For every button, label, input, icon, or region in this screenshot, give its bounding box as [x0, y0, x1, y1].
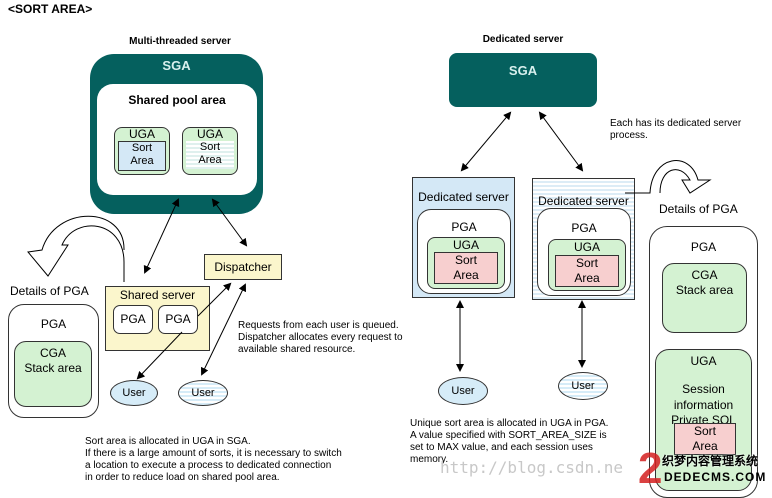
note-sort-sga: Sort area is allocated in UGA in SGA. If…: [85, 436, 342, 484]
mts-user-1: User: [110, 380, 158, 406]
ded-user-1: User: [438, 377, 488, 405]
sort-text: Area: [453, 268, 479, 282]
user-label: User: [191, 387, 215, 399]
sort-text: Area: [692, 439, 718, 453]
mts-heading: Multi-threaded server: [129, 36, 231, 47]
ded1-uga: UGA Sort Area: [427, 237, 505, 289]
note-line: available shared resource.: [238, 344, 356, 355]
note-each: Each has its dedicated server process.: [610, 118, 741, 142]
pga-label: PGA: [120, 312, 146, 326]
note-line: A value specified with SORT_AREA_SIZE is: [410, 430, 607, 441]
ded-heading: Dedicated server: [482, 34, 564, 45]
pga-label: PGA: [571, 221, 597, 235]
sort-text: Area: [198, 154, 222, 166]
mts-details-cga: CGA Stack area: [14, 341, 92, 407]
page-title: <SORT AREA>: [8, 2, 93, 16]
ded-details-cga: CGA Stack area: [662, 263, 747, 333]
mts-uga-1: UGA Sort Area: [114, 127, 170, 175]
curved-arrow-right: [625, 160, 712, 194]
note-line: memory.: [410, 454, 449, 465]
arrow-sga-ded1: [460, 111, 512, 172]
mts-sga-label: SGA: [162, 58, 191, 73]
arrow-dispatcher-user: [201, 283, 246, 376]
uga-label: UGA: [196, 127, 223, 141]
shared-pga-2: PGA: [158, 305, 198, 334]
sort-text: Area: [130, 155, 154, 167]
sort-text: Sort: [454, 253, 477, 267]
uga-label: UGA: [573, 240, 600, 254]
note-line: Requests from each user is queued.: [238, 320, 399, 331]
note-line: process.: [610, 130, 648, 141]
sort-area: Sort Area: [118, 141, 166, 171]
logo-en-text: DEDECMS.COM: [664, 470, 767, 484]
sort-area: Sort Area: [434, 252, 498, 284]
note-line: If there is a large amount of sorts, it …: [85, 448, 342, 459]
cga-label: CGA: [39, 346, 66, 360]
stack-area-label: Stack area: [675, 283, 734, 297]
note-line: Unique sort area is allocated in UGA in …: [410, 418, 609, 429]
cga-label: CGA: [691, 268, 718, 282]
dedecms-logo: 2 织梦内容管理系统 DEDECMS.COM: [638, 444, 767, 493]
logo-cn-text: 织梦内容管理系统: [662, 454, 759, 468]
note-unique: Unique sort area is allocated in UGA in …: [410, 418, 608, 466]
shared-server-label: Shared server: [119, 288, 196, 302]
uga-label: UGA: [452, 238, 479, 252]
pga-label: PGA: [165, 312, 191, 326]
sort-text: Sort: [693, 424, 716, 438]
note-line: set to MAX value, and each session uses: [410, 442, 593, 453]
details-pga-label: PGA: [40, 317, 67, 331]
arrow-pga-user: [136, 331, 183, 380]
mts-uga-2: UGA Sort Area: [182, 127, 238, 175]
user-label: User: [571, 380, 595, 392]
shared-pool-label: Shared pool area: [128, 93, 226, 107]
arrow-pga-dispatcher: [197, 282, 232, 317]
ded-sga-label: SGA: [508, 63, 538, 78]
sort-area: Sort Area: [555, 255, 619, 287]
arrow-sga-dispatcher: [211, 198, 248, 247]
ded2-uga: UGA Sort Area: [548, 239, 626, 291]
url-watermark: http://blog.csdn.ne: [440, 458, 624, 477]
curved-arrow-left: [27, 215, 125, 282]
note-line: in order to reduce load on shared pool a…: [85, 472, 280, 483]
mts-user-2: User: [178, 380, 228, 406]
note-line: a location to execute a process to dedic…: [85, 460, 332, 471]
note-line: Dispatcher allocates every request to: [238, 332, 403, 343]
details-pga-label: PGA: [690, 240, 717, 254]
sort-text: Area: [574, 271, 600, 285]
note-line: Sort area is allocated in UGA in SGA.: [85, 436, 251, 447]
uga-label: UGA: [690, 354, 717, 368]
user-label: User: [122, 387, 146, 399]
ded-user-2: User: [558, 372, 608, 400]
server-label: Dedicated server: [538, 194, 629, 208]
server-label: Dedicated server: [418, 190, 509, 204]
sort-text: Sort: [131, 142, 153, 154]
pga-label: PGA: [451, 220, 477, 234]
shared-pga-1: PGA: [113, 305, 153, 334]
arrow-sga-ded2: [538, 111, 584, 172]
sort-area: Sort Area: [186, 141, 234, 169]
sort-text: Sort: [575, 256, 598, 270]
session-line: Session: [682, 382, 725, 396]
ded-details-sort: Sort Area: [674, 423, 736, 455]
dispatcher-label: Dispatcher: [214, 260, 272, 274]
mts-details-label: Details of PGA: [10, 284, 89, 298]
sort-text: Sort: [199, 141, 221, 153]
arrow-sga-shared-server: [143, 198, 180, 274]
ded-sga: SGA: [449, 53, 597, 107]
note-requests: Requests from each user is queued. Dispa…: [238, 320, 403, 356]
session-line: information: [673, 398, 734, 412]
dispatcher-box: Dispatcher: [204, 254, 282, 280]
uga-label: UGA: [128, 127, 155, 141]
stack-area-label: Stack area: [24, 361, 82, 375]
note-line: Each has its dedicated server: [610, 118, 742, 129]
user-label: User: [451, 385, 475, 397]
ded-details-label: Details of PGA: [659, 202, 738, 216]
